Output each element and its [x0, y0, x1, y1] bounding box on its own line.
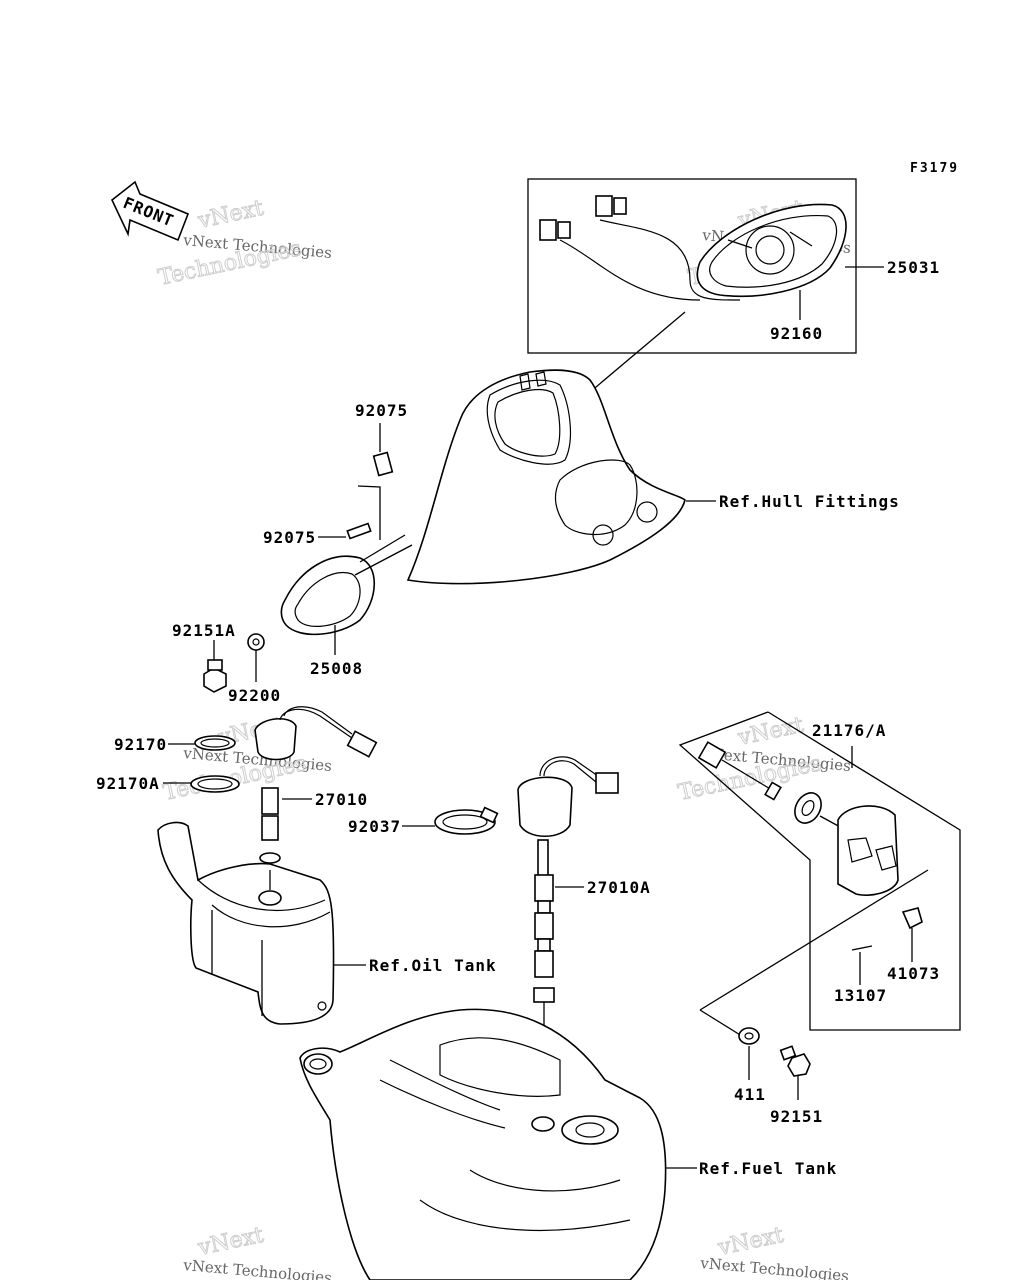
ref-fuel-tank: Ref.Fuel Tank	[699, 1159, 837, 1178]
oil-tank	[157, 821, 366, 1025]
part-label-27010: 27010	[315, 790, 368, 809]
part-label-13107: 13107	[834, 986, 887, 1005]
oil-level-sender	[163, 706, 378, 864]
ref-hull-fittings: Ref.Hull Fittings	[719, 492, 900, 511]
part-label-92037: 92037	[348, 817, 401, 836]
hull-dash	[406, 369, 716, 585]
clamp-92037	[402, 806, 499, 835]
part-label-92075-top: 92075	[355, 401, 408, 420]
part-label-92200: 92200	[228, 686, 281, 705]
figure-code: F3179	[910, 161, 959, 176]
part-label-92160: 92160	[770, 324, 823, 343]
connector-icon	[595, 772, 619, 794]
part-label-25008: 25008	[310, 659, 363, 678]
part-label-92170: 92170	[114, 735, 167, 754]
watermark-text: vNext Technologies	[699, 1254, 850, 1280]
front-arrow-icon: FRONT	[111, 180, 190, 242]
gauge-sender-assembly	[678, 711, 961, 1100]
watermark-text: vNext	[195, 1223, 266, 1261]
connector-icon	[697, 741, 727, 769]
bracket-assembly	[203, 423, 413, 693]
meter-assembly	[527, 178, 884, 431]
fuel-tank	[299, 1008, 697, 1280]
watermark-text: vNext	[735, 713, 806, 751]
part-label-92170A: 92170A	[96, 774, 160, 793]
watermark-text: vNext	[195, 196, 266, 234]
part-label-27010A: 27010A	[587, 878, 651, 897]
part-label-411: 411	[734, 1085, 766, 1104]
part-label-92075-bottom: 92075	[263, 528, 316, 547]
part-label-25031: 25031	[887, 258, 940, 277]
part-label-41073: 41073	[887, 964, 940, 983]
connector-icon	[595, 195, 613, 217]
part-label-21176A: 21176/A	[812, 721, 886, 740]
watermark-text: vNext Technologies	[182, 1256, 333, 1280]
ref-oil-tank: Ref.Oil Tank	[369, 956, 497, 975]
part-label-92151A: 92151A	[172, 621, 236, 640]
connector-icon	[346, 730, 378, 758]
connector-icon	[539, 219, 557, 241]
part-label-92151: 92151	[770, 1107, 823, 1126]
